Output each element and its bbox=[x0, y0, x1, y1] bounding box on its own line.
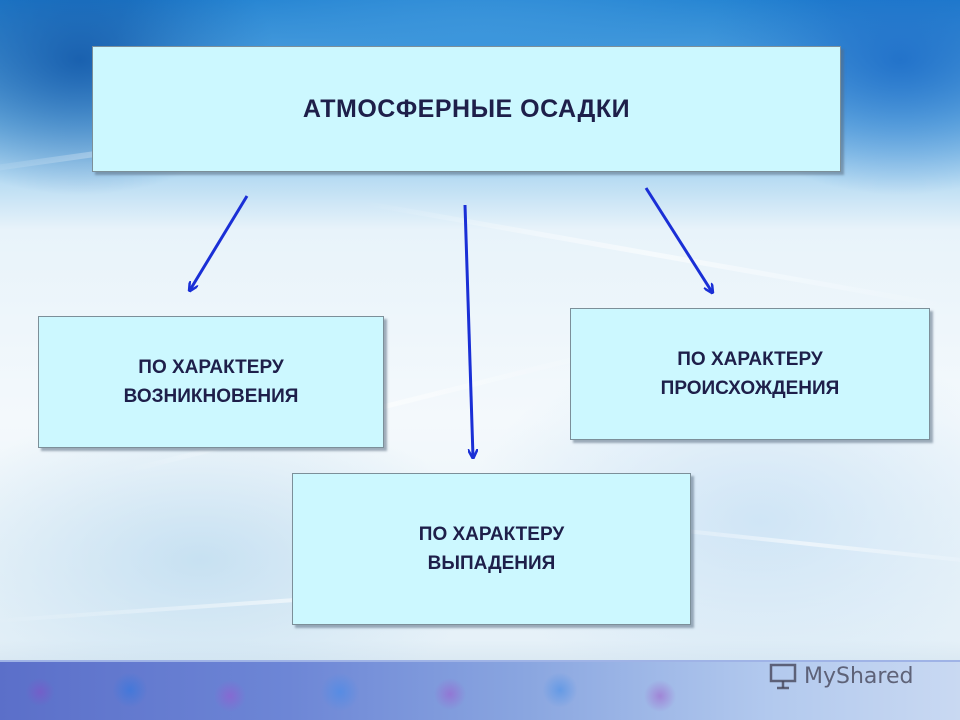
decorative-bottom-band bbox=[0, 660, 960, 720]
root-node-atmospheric-precipitation: АТМОСФЕРНЫЕ ОСАДКИ bbox=[92, 46, 841, 172]
presentation-icon bbox=[769, 663, 797, 690]
node-right-label: ПО ХАРАКТЕРУ ПРОИСХОЖДЕНИЯ bbox=[660, 349, 840, 399]
root-node-label: АТМОСФЕРНЫЕ ОСАДКИ bbox=[302, 94, 631, 123]
watermark-logo-text: MyShared bbox=[804, 663, 914, 689]
node-left-label: ПО ХАРАКТЕРУ ВОЗНИКНОВЕНИЯ bbox=[123, 357, 299, 407]
node-bottom-label: ПО ХАРАКТЕРУ ВЫПАДЕНИЯ bbox=[418, 524, 565, 574]
node-by-origin-nature: ПО ХАРАКТЕРУ ВОЗНИКНОВЕНИЯ bbox=[38, 316, 384, 448]
node-by-fall-nature: ПО ХАРАКТЕРУ ВЫПАДЕНИЯ bbox=[292, 473, 691, 625]
watermark: MyShared bbox=[768, 656, 938, 696]
node-by-provenance: ПО ХАРАКТЕРУ ПРОИСХОЖДЕНИЯ bbox=[570, 308, 930, 440]
